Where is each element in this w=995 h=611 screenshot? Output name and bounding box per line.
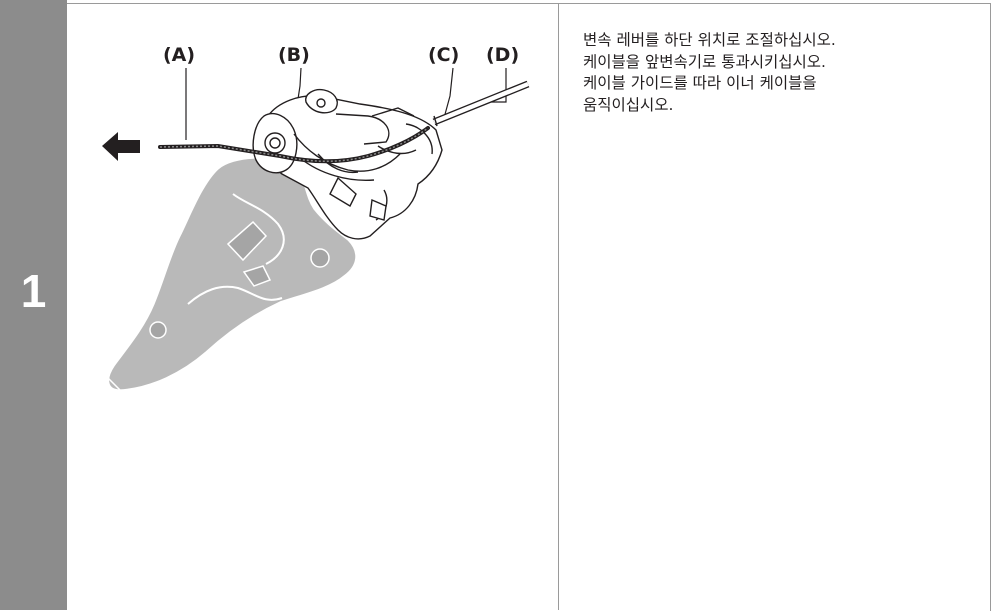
instruction-line: 케이블 가이드를 따라 이너 케이블을 bbox=[583, 74, 817, 92]
derailleur-mount-body bbox=[105, 157, 357, 391]
leader-line-d bbox=[488, 68, 507, 103]
outer-casing bbox=[432, 80, 530, 127]
callout-a: (A) bbox=[163, 44, 195, 66]
callout-d: (D) bbox=[486, 44, 519, 66]
derailleur-mechanism bbox=[252, 88, 443, 240]
leader-line-c bbox=[443, 67, 454, 119]
column-divider bbox=[558, 3, 559, 610]
content-frame bbox=[67, 3, 991, 611]
callout-b: (B) bbox=[278, 44, 310, 66]
instruction-text: 변속 레버를 하단 위치로 조절하십시오. 케이블을 앞변속기로 통과시키십시오… bbox=[583, 30, 973, 116]
step-number: 1 bbox=[20, 265, 47, 317]
callout-c: (C) bbox=[428, 44, 459, 66]
pull-direction-arrow bbox=[102, 132, 140, 161]
step-bar bbox=[0, 0, 67, 610]
instruction-line: 케이블을 앞변속기로 통과시키십시오. bbox=[583, 52, 826, 71]
inner-cable bbox=[158, 126, 430, 164]
instruction-line: 움직이십시오. bbox=[583, 95, 674, 114]
instruction-line: 변속 레버를 하단 위치로 조절하십시오. bbox=[583, 31, 836, 49]
derailleur-illustration: (A) (B) (C) (D) bbox=[102, 44, 530, 391]
